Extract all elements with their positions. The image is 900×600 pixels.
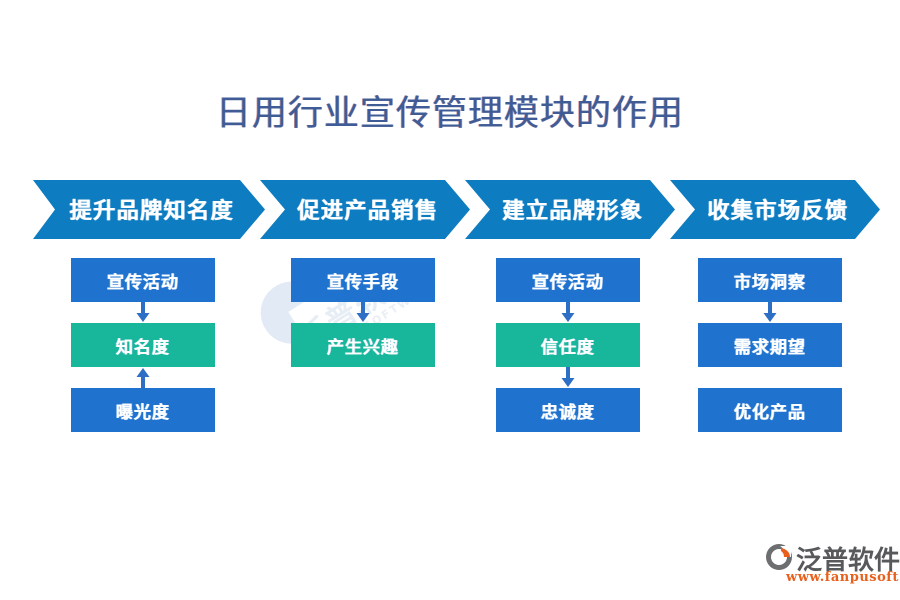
node-box[interactable]: 优化产品 <box>698 388 842 432</box>
brand-logo: 泛普软件 www.fanpusoft.com <box>764 540 900 588</box>
brand-url: www.fanpusoft.com <box>786 570 900 585</box>
chevron-step-2-label: 促进产品销售 <box>297 198 439 224</box>
node-box[interactable]: 信任度 <box>496 323 640 367</box>
node-label: 知名度 <box>116 337 170 358</box>
arrow-down-icon <box>356 302 370 323</box>
column-market-feedback: 市场洞察 需求期望 优化产品 <box>698 258 842 432</box>
node-box[interactable]: 市场洞察 <box>698 258 842 302</box>
connector-gap <box>698 367 842 388</box>
node-label: 宣传手段 <box>327 272 399 293</box>
node-label: 需求期望 <box>734 337 806 358</box>
chevron-band: 提升品牌知名度 促进产品销售 建立品牌形象 收集市场反馈 <box>33 180 880 239</box>
node-label: 信任度 <box>541 337 595 358</box>
connector-arrow-down <box>71 302 215 323</box>
arrow-up-icon <box>136 367 150 388</box>
connector-arrow-down <box>496 302 640 323</box>
chevron-step-3[interactable]: 建立品牌形象 <box>465 180 675 239</box>
chevron-step-4-label: 收集市场反馈 <box>707 198 849 224</box>
node-box[interactable]: 宣传活动 <box>71 258 215 302</box>
connector-arrow-down <box>291 302 435 323</box>
column-brand-awareness: 宣传活动 知名度 曝光度 <box>71 258 215 432</box>
arrow-down-icon <box>763 302 777 323</box>
node-label: 市场洞察 <box>734 272 806 293</box>
node-box[interactable]: 宣传活动 <box>496 258 640 302</box>
chevron-step-1[interactable]: 提升品牌知名度 <box>33 180 265 239</box>
node-box[interactable]: 知名度 <box>71 323 215 367</box>
node-label: 宣传活动 <box>107 272 179 293</box>
column-brand-image: 宣传活动 信任度 忠诚度 <box>496 258 640 432</box>
node-label: 曝光度 <box>116 402 170 423</box>
fanpu-logo-icon <box>764 542 794 572</box>
connector-arrow-down <box>496 367 640 388</box>
node-box[interactable]: 产生兴趣 <box>291 323 435 367</box>
brand-name: 泛普软件 <box>796 546 900 576</box>
arrow-down-icon <box>561 367 575 388</box>
chevron-step-2[interactable]: 促进产品销售 <box>260 180 470 239</box>
connector-arrow-up <box>71 367 215 388</box>
node-box[interactable]: 曝光度 <box>71 388 215 432</box>
node-label: 产生兴趣 <box>327 337 399 358</box>
column-product-sales: 宣传手段 产生兴趣 <box>291 258 435 367</box>
chevron-step-3-label: 建立品牌形象 <box>502 198 644 224</box>
node-box[interactable]: 需求期望 <box>698 323 842 367</box>
page-title: 日用行业宣传管理模块的作用 <box>215 94 684 134</box>
node-label: 宣传活动 <box>532 272 604 293</box>
node-label: 忠诚度 <box>541 402 595 423</box>
chevron-step-1-label: 提升品牌知名度 <box>69 198 235 224</box>
node-label: 优化产品 <box>734 402 806 423</box>
chevron-step-4[interactable]: 收集市场反馈 <box>670 180 880 239</box>
node-box[interactable]: 宣传手段 <box>291 258 435 302</box>
arrow-down-icon <box>561 302 575 323</box>
arrow-down-icon <box>136 302 150 323</box>
node-box[interactable]: 忠诚度 <box>496 388 640 432</box>
connector-arrow-down <box>698 302 842 323</box>
